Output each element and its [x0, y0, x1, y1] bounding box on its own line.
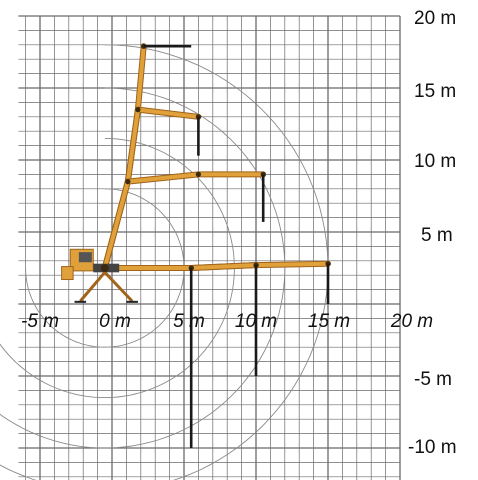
- y-tick-label-5: 5 m: [421, 225, 453, 246]
- reach-arc: [104, 44, 329, 480]
- boom-position: [101, 265, 195, 448]
- truck-front: [61, 266, 74, 281]
- boom-positions: [101, 43, 331, 448]
- outrigger-right: [103, 271, 134, 303]
- x-tick-label-minus-5: -5 m: [21, 311, 59, 332]
- x-tick-label-5: 5 m: [173, 311, 205, 332]
- x-tick-label-20: 20 m: [390, 311, 433, 332]
- boom-pivot: [100, 264, 109, 272]
- boom-joint: [195, 171, 201, 177]
- x-tick-label-10: 10 m: [235, 311, 277, 332]
- reach-arc: [104, 188, 185, 346]
- grid: [18, 15, 401, 480]
- x-tick-label-15: 15 m: [308, 311, 350, 332]
- boom-arm: [102, 172, 266, 270]
- reach-arc-lower: [0, 413, 150, 449]
- outrigger-left: [79, 271, 106, 303]
- y-tick-label-minus-10: -10 m: [408, 437, 457, 458]
- reach-arc-lower: [25, 268, 125, 348]
- x-tick-label-0: 0 m: [99, 311, 131, 332]
- y-tick-label-10: 10 m: [414, 151, 456, 172]
- y-tick-label-20: 20 m: [414, 8, 456, 29]
- y-tick-label-15: 15 m: [414, 81, 456, 102]
- boom-joint: [135, 107, 141, 113]
- pump-truck: [61, 248, 138, 303]
- reach-arc: [104, 87, 286, 443]
- truck-cab-window: [78, 252, 92, 263]
- reach-arcs: [0, 44, 329, 480]
- boom-joint: [125, 179, 131, 185]
- y-tick-label-minus-5: -5 m: [414, 369, 452, 390]
- reach-arc-lower: [0, 343, 138, 399]
